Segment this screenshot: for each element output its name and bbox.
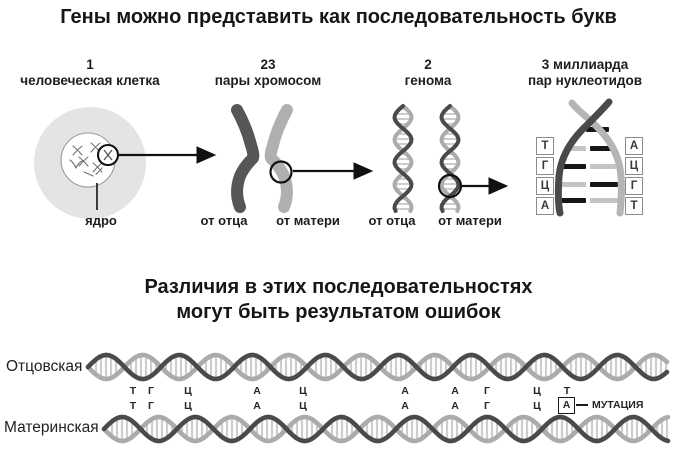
nucleotide-helix-icon: [554, 98, 625, 217]
column-header-cell: 1 человеческая клетка: [0, 57, 180, 90]
base-letter: Т: [129, 385, 137, 397]
chromosome-pair-icon: [231, 104, 293, 213]
column-number: 2: [424, 57, 432, 72]
base-letter: А: [253, 400, 261, 412]
paternal-dna-strand-icon: [85, 352, 670, 382]
column-number: 1: [86, 57, 94, 72]
bottom-title-line1: Различия в этих последовательностях: [144, 276, 533, 298]
base-letter: Г: [148, 385, 154, 397]
base-letter: А: [401, 385, 409, 397]
from-mother-label: от матери: [438, 213, 502, 228]
base-box: Г: [536, 157, 554, 175]
base-box: Ц: [625, 157, 643, 175]
base-box: Г: [625, 177, 643, 195]
mutation-connector-line: [576, 404, 588, 406]
base-letter: Ц: [299, 385, 307, 397]
column-number: 23: [260, 57, 276, 72]
from-father-label: от отца: [368, 213, 416, 228]
nucleus-label: ядро: [85, 213, 117, 228]
mutated-base-letter: А: [558, 397, 575, 414]
maternal-genome-helix-icon: [439, 104, 461, 213]
chromatin-squiggles-icon: [69, 142, 103, 177]
column-header-genome: 2 генома: [338, 57, 518, 90]
magnifier-circle-icon: [437, 173, 463, 199]
column-label: пар нуклеотидов: [527, 73, 643, 89]
base-letter: Г: [484, 385, 490, 397]
base-letter: А: [401, 400, 409, 412]
base-box: А: [536, 197, 554, 215]
from-mother-label: от матери: [276, 213, 340, 228]
base-letter: Ц: [533, 385, 541, 397]
base-box: Т: [625, 197, 643, 215]
base-letter: А: [253, 385, 261, 397]
bottom-title-line2: могут быть результатом ошибок: [176, 301, 501, 323]
base-letter: А: [451, 400, 459, 412]
base-box: Ц: [536, 177, 554, 195]
column-header-chromosomes: 23 пары хромосом: [178, 57, 358, 90]
from-father-label: от отца: [200, 213, 248, 228]
mutation-label: МУТАЦИЯ: [592, 399, 644, 411]
top-title: Гены можно представить как последователь…: [60, 6, 617, 28]
base-letter: Г: [148, 400, 154, 412]
base-letter: Ц: [184, 400, 192, 412]
column-number: 3 миллиарда: [541, 57, 629, 72]
base-letter: А: [451, 385, 459, 397]
base-letter: Т: [563, 385, 571, 397]
column-header-nucleotides: 3 миллиарда пар нуклеотидов: [495, 57, 675, 90]
column-label: пары хромосом: [214, 73, 322, 89]
base-letter: Ц: [184, 385, 192, 397]
base-letter: Т: [129, 400, 137, 412]
column-label: генома: [404, 73, 452, 89]
paternal-strand-label: Отцовская: [6, 358, 83, 375]
cell-icon: [34, 107, 146, 219]
column-label: человеческая клетка: [20, 73, 160, 89]
maternal-strand-label: Материнская: [4, 419, 99, 436]
base-letter: Г: [484, 400, 490, 412]
maternal-dna-strand-icon: [101, 414, 671, 444]
base-box: Т: [536, 137, 554, 155]
magnifier-circle-icon: [269, 160, 293, 184]
base-box: А: [625, 137, 643, 155]
paternal-genome-helix-icon: [392, 104, 414, 213]
base-letter: Ц: [533, 400, 541, 412]
base-letter: Ц: [299, 400, 307, 412]
